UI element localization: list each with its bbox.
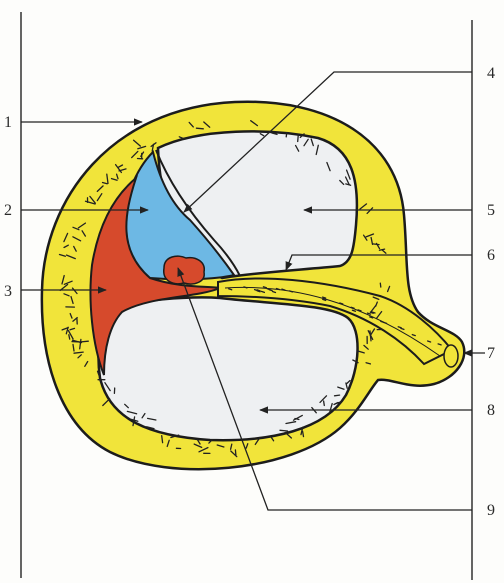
speckle: [303, 431, 304, 436]
lower-cavity: [99, 297, 358, 440]
label-5: 5: [487, 202, 495, 219]
speckle: [324, 401, 325, 406]
speckle: [298, 134, 299, 141]
red-nodule: [164, 256, 205, 284]
speckle: [196, 128, 203, 129]
label-7: 7: [487, 345, 495, 362]
label-8: 8: [487, 402, 495, 419]
label-6: 6: [487, 247, 495, 264]
speckle: [81, 341, 88, 342]
label-9: 9: [487, 502, 495, 519]
speckle: [380, 283, 381, 287]
speckle: [286, 133, 287, 137]
speckle: [162, 436, 163, 443]
speckle: [69, 335, 70, 339]
speckle: [373, 244, 379, 245]
speckle: [280, 430, 288, 431]
label-1: 1: [4, 114, 12, 131]
label-4: 4: [487, 65, 495, 82]
speckle: [235, 450, 236, 455]
label-3: 3: [4, 283, 12, 300]
label-2: 2: [4, 202, 12, 219]
tube-end: [444, 345, 458, 367]
speckle: [335, 395, 340, 396]
